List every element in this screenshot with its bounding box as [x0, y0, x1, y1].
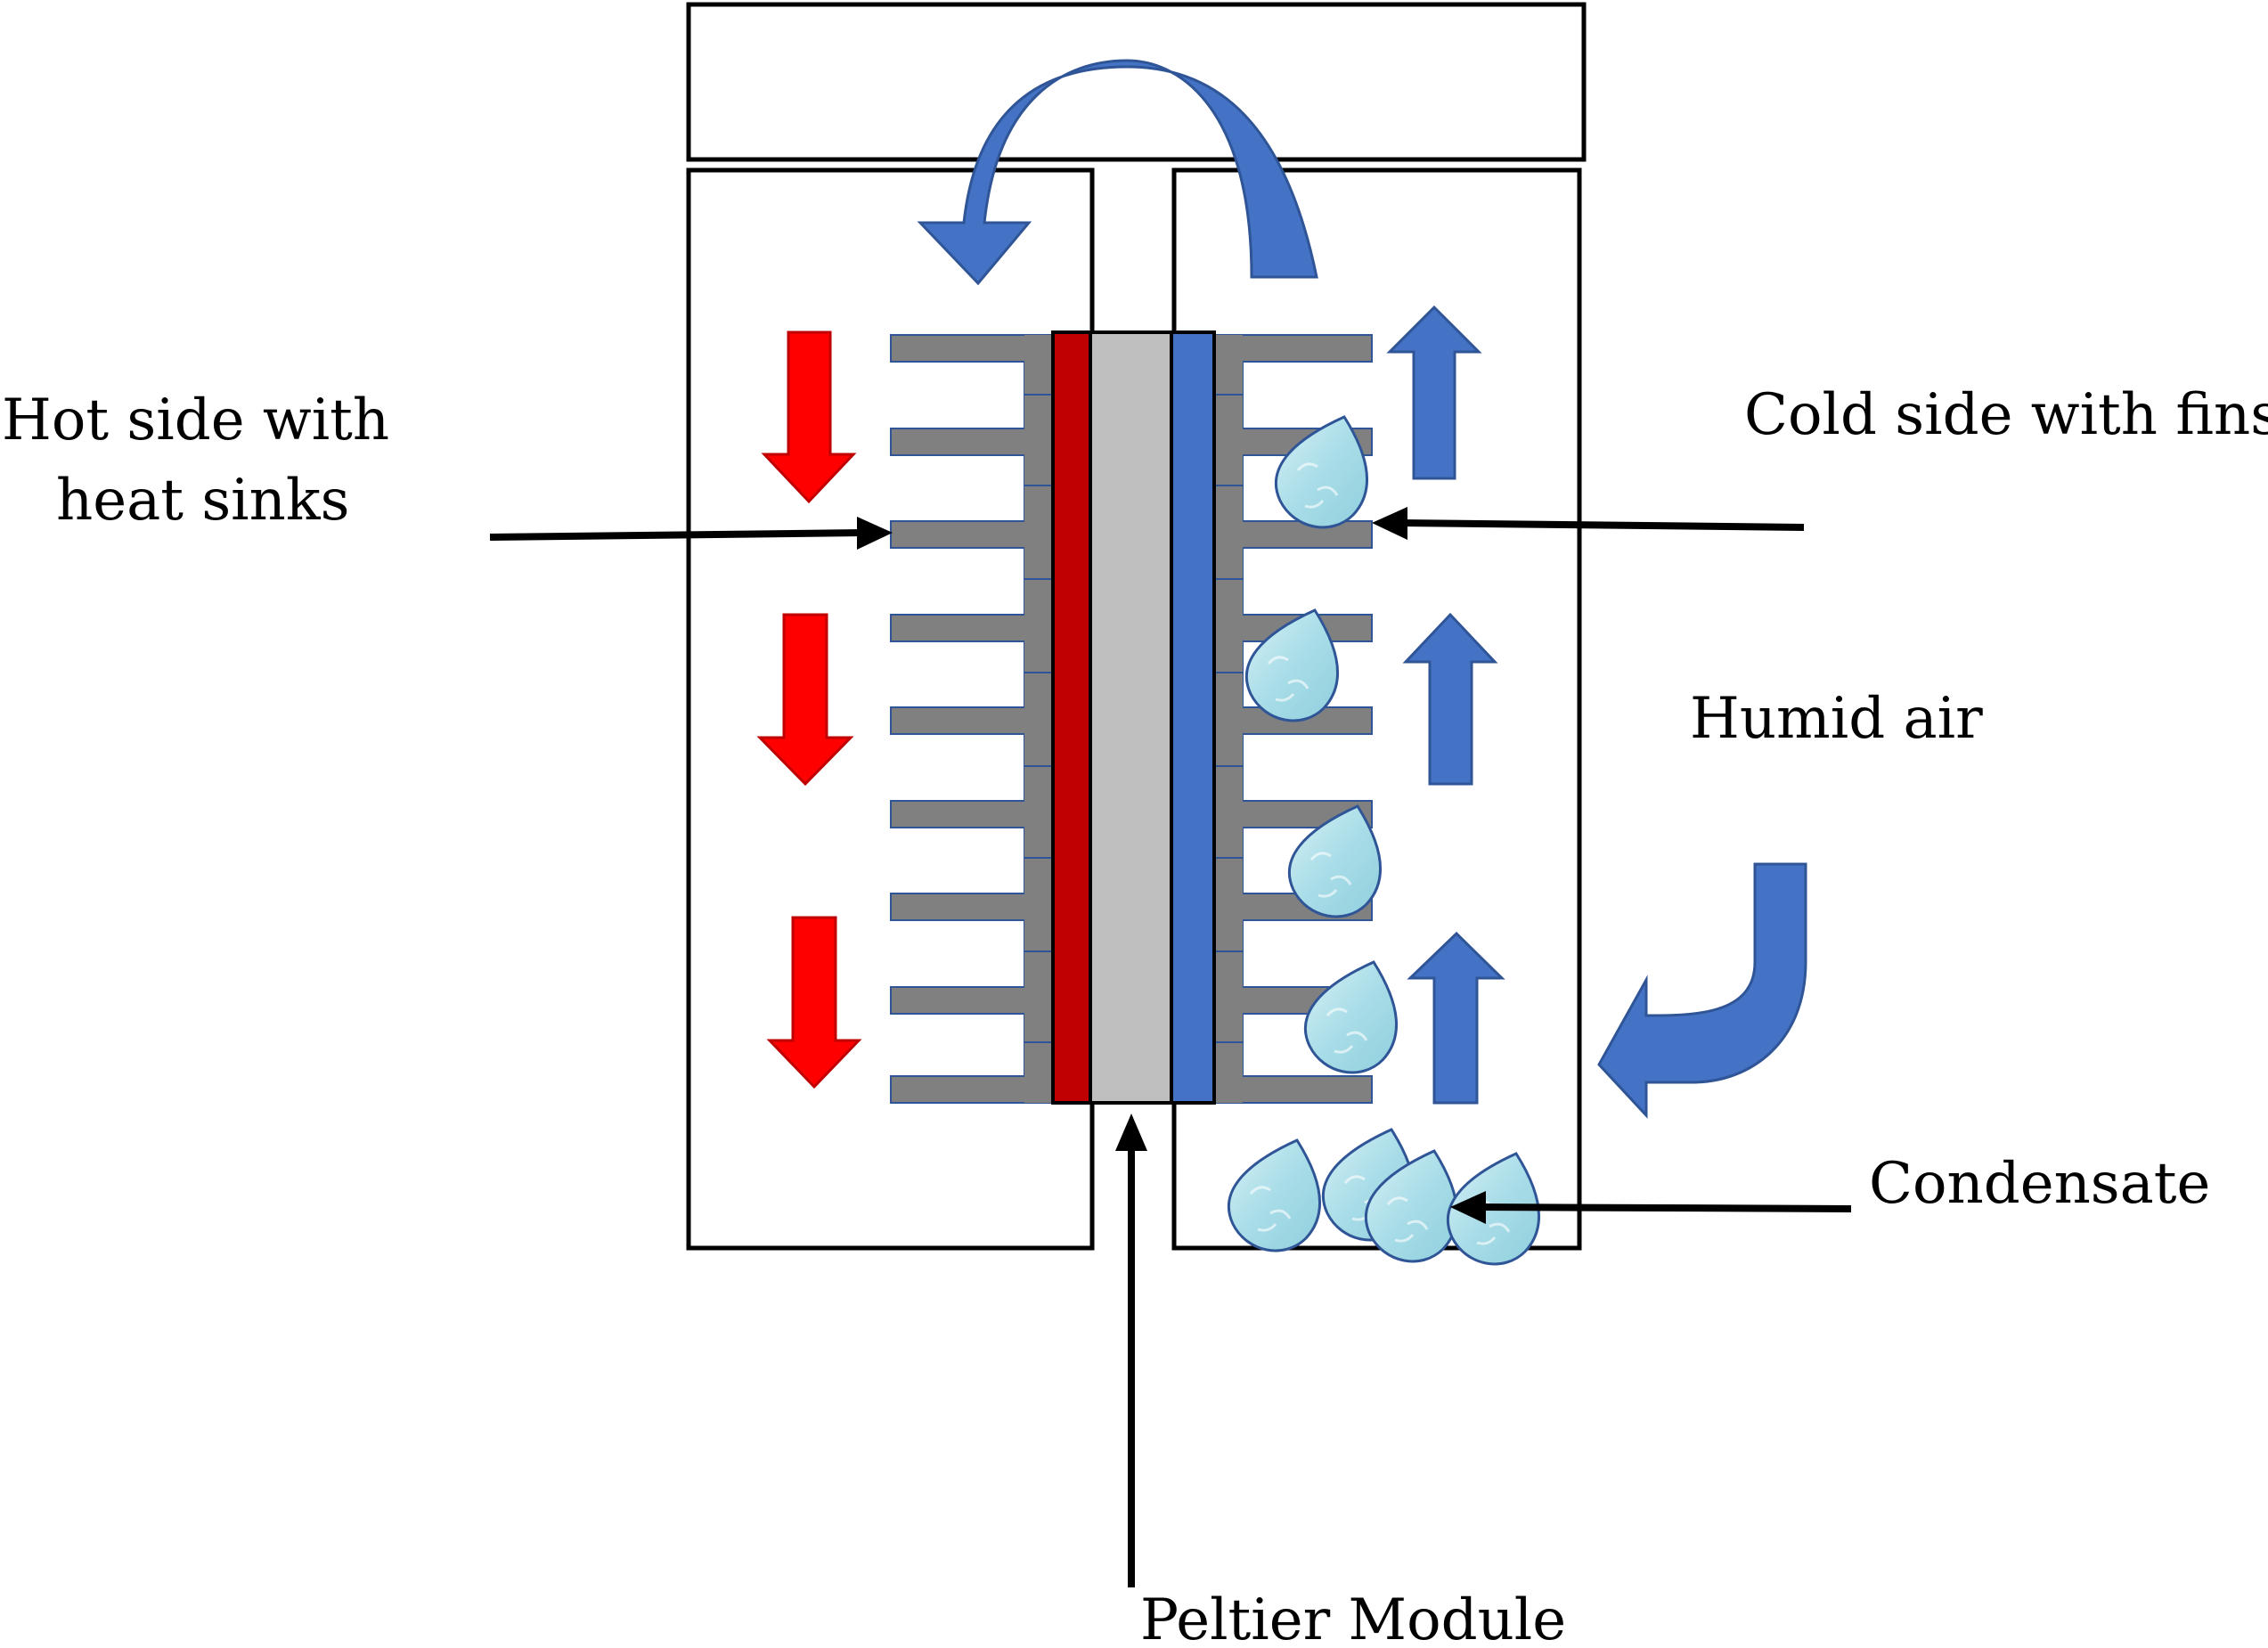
- arrow-up-icon: [1402, 612, 1498, 786]
- arrow-up-icon: [1386, 305, 1482, 480]
- condensate-droplets: [1227, 1128, 1540, 1266]
- hot-side-pointer: [489, 529, 865, 541]
- cold-side-pointer: [1399, 519, 1805, 531]
- hot-side-label-line1: Hot side with: [2, 388, 389, 453]
- recirculation-arrow-icon: [917, 59, 1318, 286]
- cold-plate: [1170, 330, 1216, 1105]
- arrow-down-icon: [766, 916, 862, 1089]
- cold-side-label: Cold side with fins: [1744, 382, 2268, 448]
- condensate-pointer: [1478, 1203, 1852, 1212]
- humid-air-label: Humid air: [1690, 686, 1983, 752]
- hot-plate: [1051, 330, 1092, 1105]
- droplet-icon: [1227, 1138, 1321, 1252]
- arrow-down-icon: [756, 613, 854, 787]
- hot-air-arrows: [756, 330, 862, 1089]
- pointer-arrows: [489, 507, 1852, 1587]
- condensate-label: Condensate: [1869, 1151, 2210, 1217]
- peltier-module-label: Peltier Module: [1140, 1587, 1566, 1648]
- arrow-down-icon: [761, 330, 857, 504]
- cold-air-arrows: [1386, 305, 1505, 1105]
- humid-air-inlet-arrow-icon: [1597, 862, 1807, 1119]
- peltier-module-core: [1089, 330, 1173, 1105]
- hot-side-heat-sink: [890, 334, 1052, 1104]
- arrow-up-icon: [1407, 931, 1505, 1105]
- hot-side-label-line2: heat sinks: [56, 468, 349, 534]
- droplet-icon: [1303, 960, 1398, 1074]
- top-duct: [686, 2, 1587, 162]
- fin-droplets: [1244, 415, 1398, 1074]
